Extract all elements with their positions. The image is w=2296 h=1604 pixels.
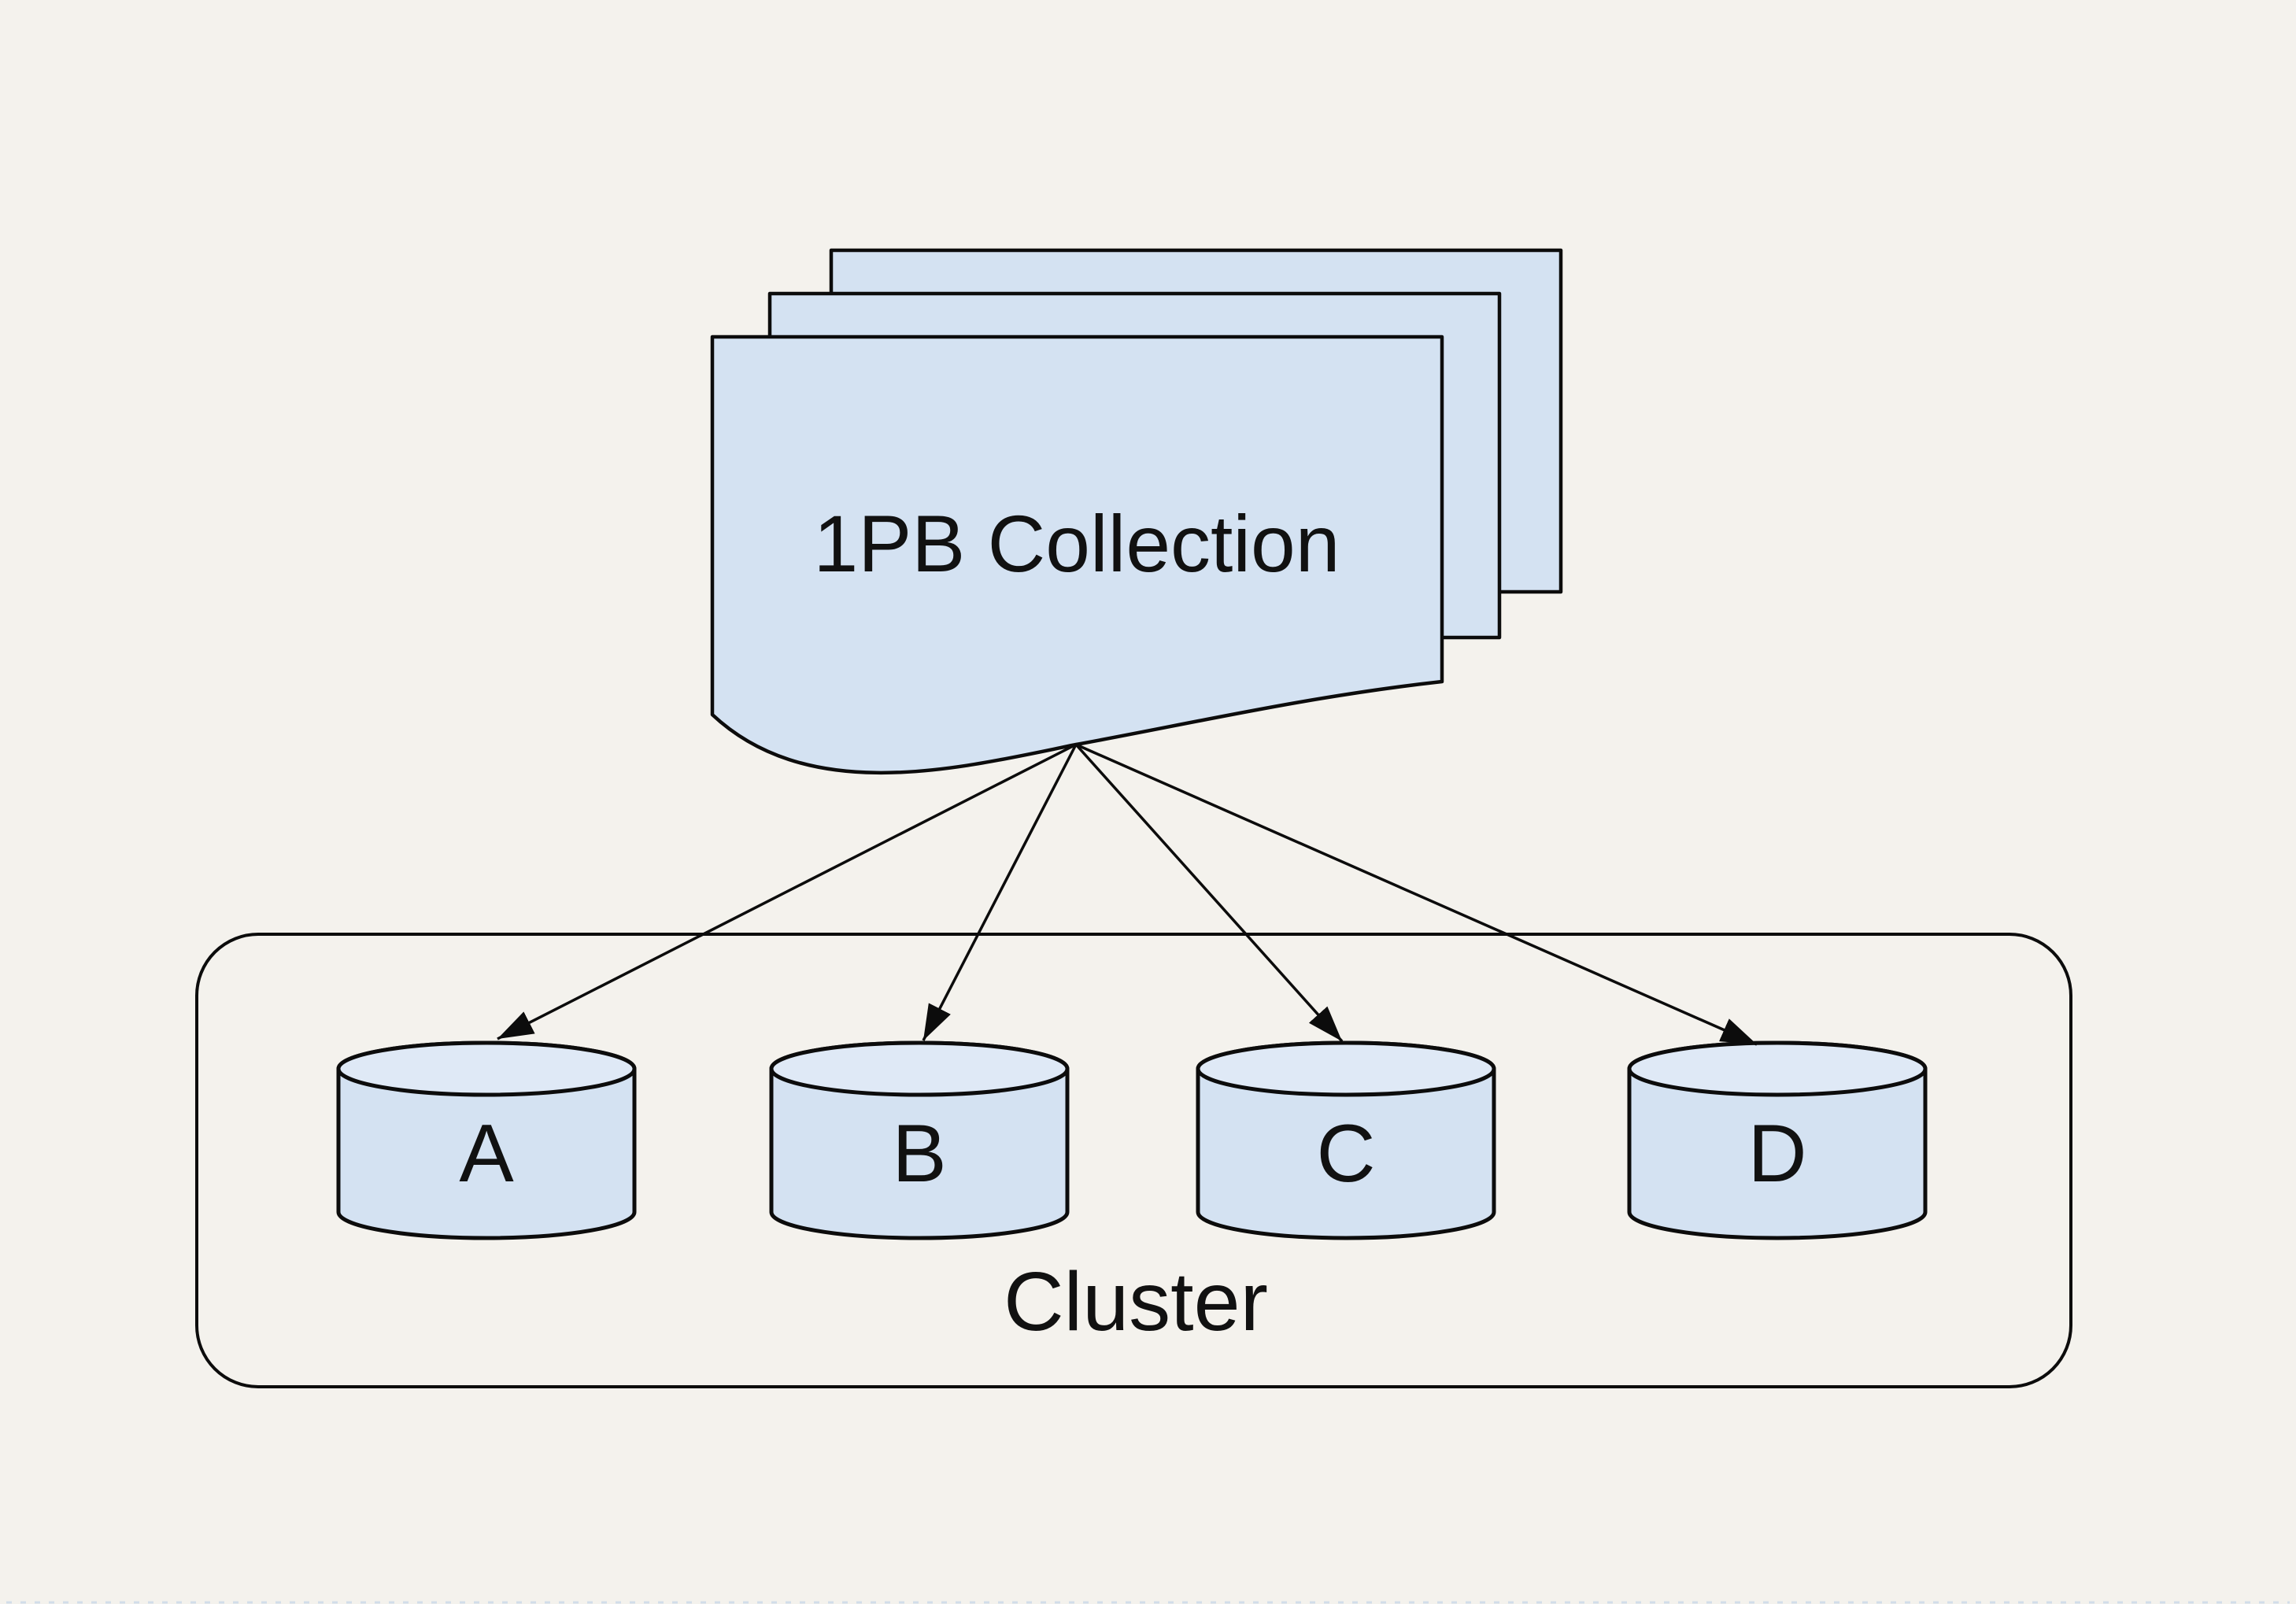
cluster-label: Cluster: [1004, 1255, 1268, 1348]
shard-arrows: [497, 743, 1758, 1046]
database-cylinder-b: B: [769, 1040, 1070, 1240]
database-cylinder-a: A: [336, 1040, 637, 1240]
cylinder-b-label: B: [892, 1108, 946, 1199]
cylinder-a-label: A: [459, 1108, 514, 1199]
arrow-collection-to-c: [1074, 743, 1344, 1043]
cluster-box: [195, 933, 2072, 1388]
database-cylinder-d: D: [1627, 1040, 1928, 1240]
cylinder-b-top: [769, 1040, 1070, 1097]
document-stack: 1PB Collection: [710, 248, 1563, 775]
cylinder-a-top: [336, 1040, 637, 1097]
database-cylinder-c: C: [1196, 1040, 1496, 1240]
arrow-collection-to-b: [922, 744, 1078, 1041]
cluster-container: Cluster: [195, 933, 2072, 1388]
arrow-collection-to-d: [1075, 743, 1758, 1046]
cylinder-d-label: D: [1747, 1108, 1806, 1199]
cylinder-d-top: [1627, 1040, 1928, 1097]
cylinder-c-label: C: [1316, 1108, 1375, 1199]
arrow-collection-to-a: [497, 743, 1077, 1040]
cylinder-c-top: [1196, 1040, 1496, 1097]
collection-label: 1PB Collection: [813, 499, 1340, 589]
